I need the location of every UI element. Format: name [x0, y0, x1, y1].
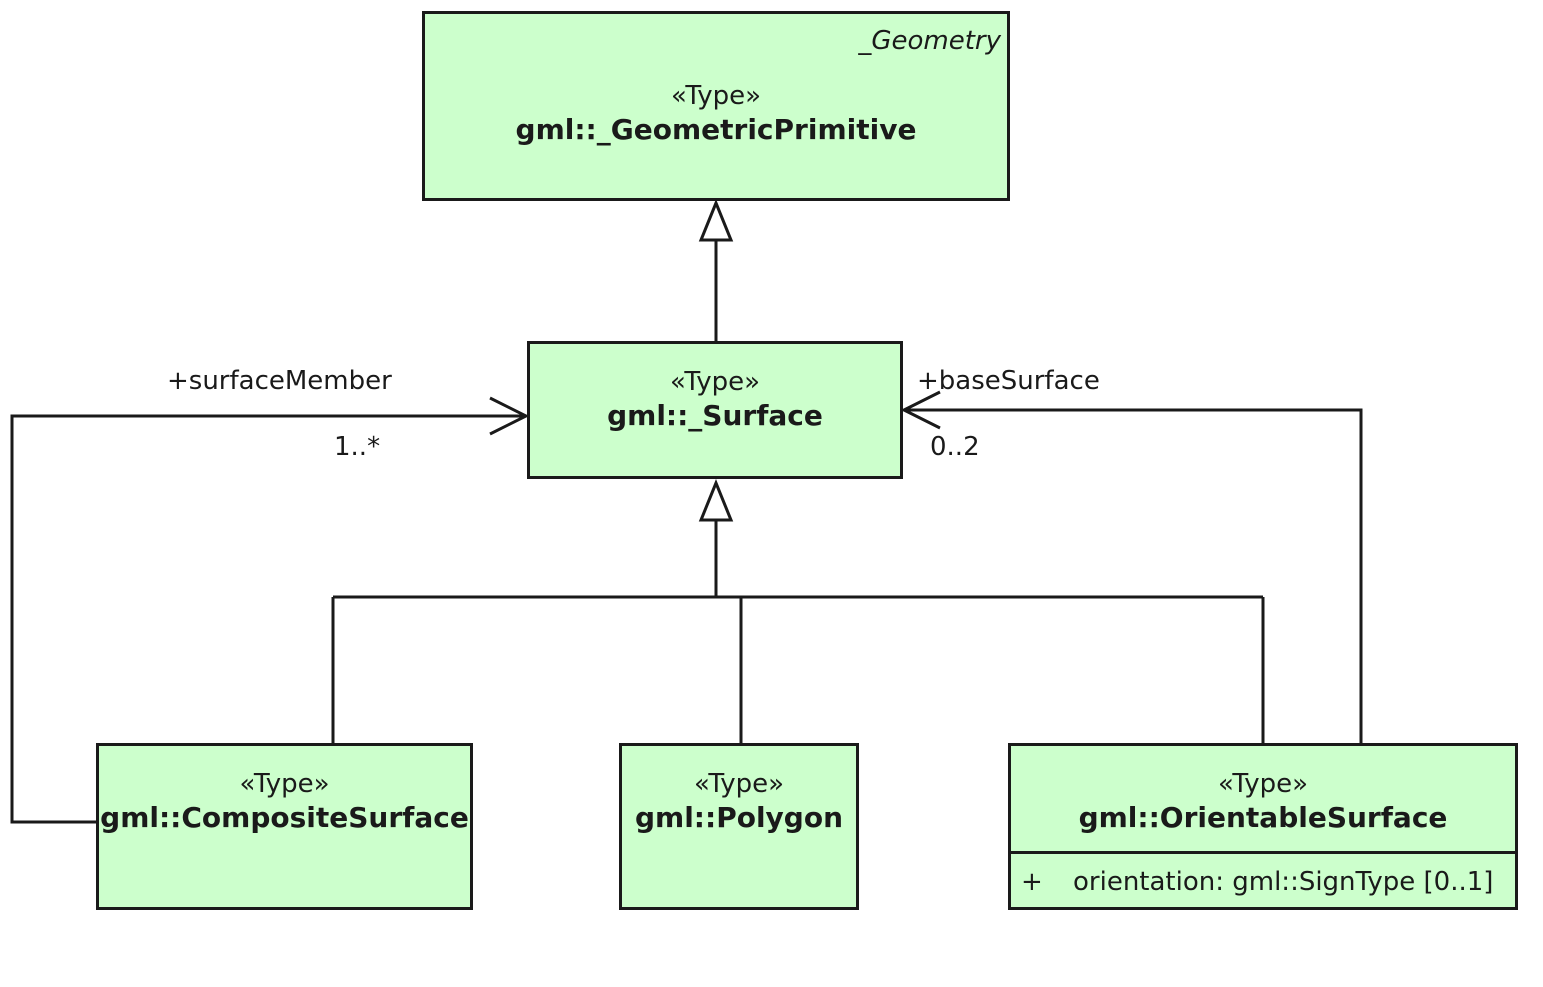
role-label-surface-member: +surfaceMember — [167, 366, 392, 396]
stereotype-label: «Type» — [1217, 769, 1309, 799]
generalization-arrowhead-surface — [698, 479, 734, 522]
association-base-surface-arrowhead — [900, 390, 941, 430]
stereotype-label: «Type» — [669, 367, 761, 397]
association-surface-member — [10, 414, 526, 824]
class-name: gml::_GeometricPrimitive — [515, 113, 917, 146]
multiplicity-label-surface-member: 1..* — [334, 432, 381, 462]
class-name: gml::Polygon — [634, 801, 844, 834]
multiplicity-label-base-surface: 0..2 — [930, 432, 980, 462]
class-name: gml::CompositeSurface — [100, 801, 469, 834]
class-composite-surface[interactable]: «Type» gml::CompositeSurface — [96, 743, 473, 910]
class-orientable-surface[interactable]: «Type» gml::OrientableSurface + orientat… — [1008, 743, 1518, 910]
class-polygon[interactable]: «Type» gml::Polygon — [619, 743, 859, 910]
association-surface-member-arrowhead — [489, 396, 530, 436]
attribute-compartment: + orientation: gml::SignType [0..1] — [1011, 851, 1515, 910]
class-name: gml::_Surface — [607, 399, 823, 432]
association-base-surface — [904, 408, 1363, 745]
stereotype-label: «Type» — [239, 769, 330, 799]
package-label: _Geometry — [858, 26, 1001, 56]
attribute-text: orientation: gml::SignType [0..1] — [1073, 867, 1494, 897]
attribute-row[interactable]: + orientation: gml::SignType [0..1] — [1011, 854, 1515, 910]
class-geometric-primitive[interactable]: _Geometry «Type» gml::_GeometricPrimitiv… — [422, 11, 1010, 201]
stereotype-label: «Type» — [670, 81, 762, 111]
role-label-base-surface: +baseSurface — [917, 366, 1100, 396]
visibility-marker: + — [1021, 867, 1043, 897]
stereotype-label: «Type» — [693, 769, 785, 799]
generalization-arrowhead-primitive — [698, 199, 734, 242]
class-name: gml::OrientableSurface — [1078, 801, 1448, 834]
class-surface[interactable]: «Type» gml::_Surface — [527, 341, 903, 479]
